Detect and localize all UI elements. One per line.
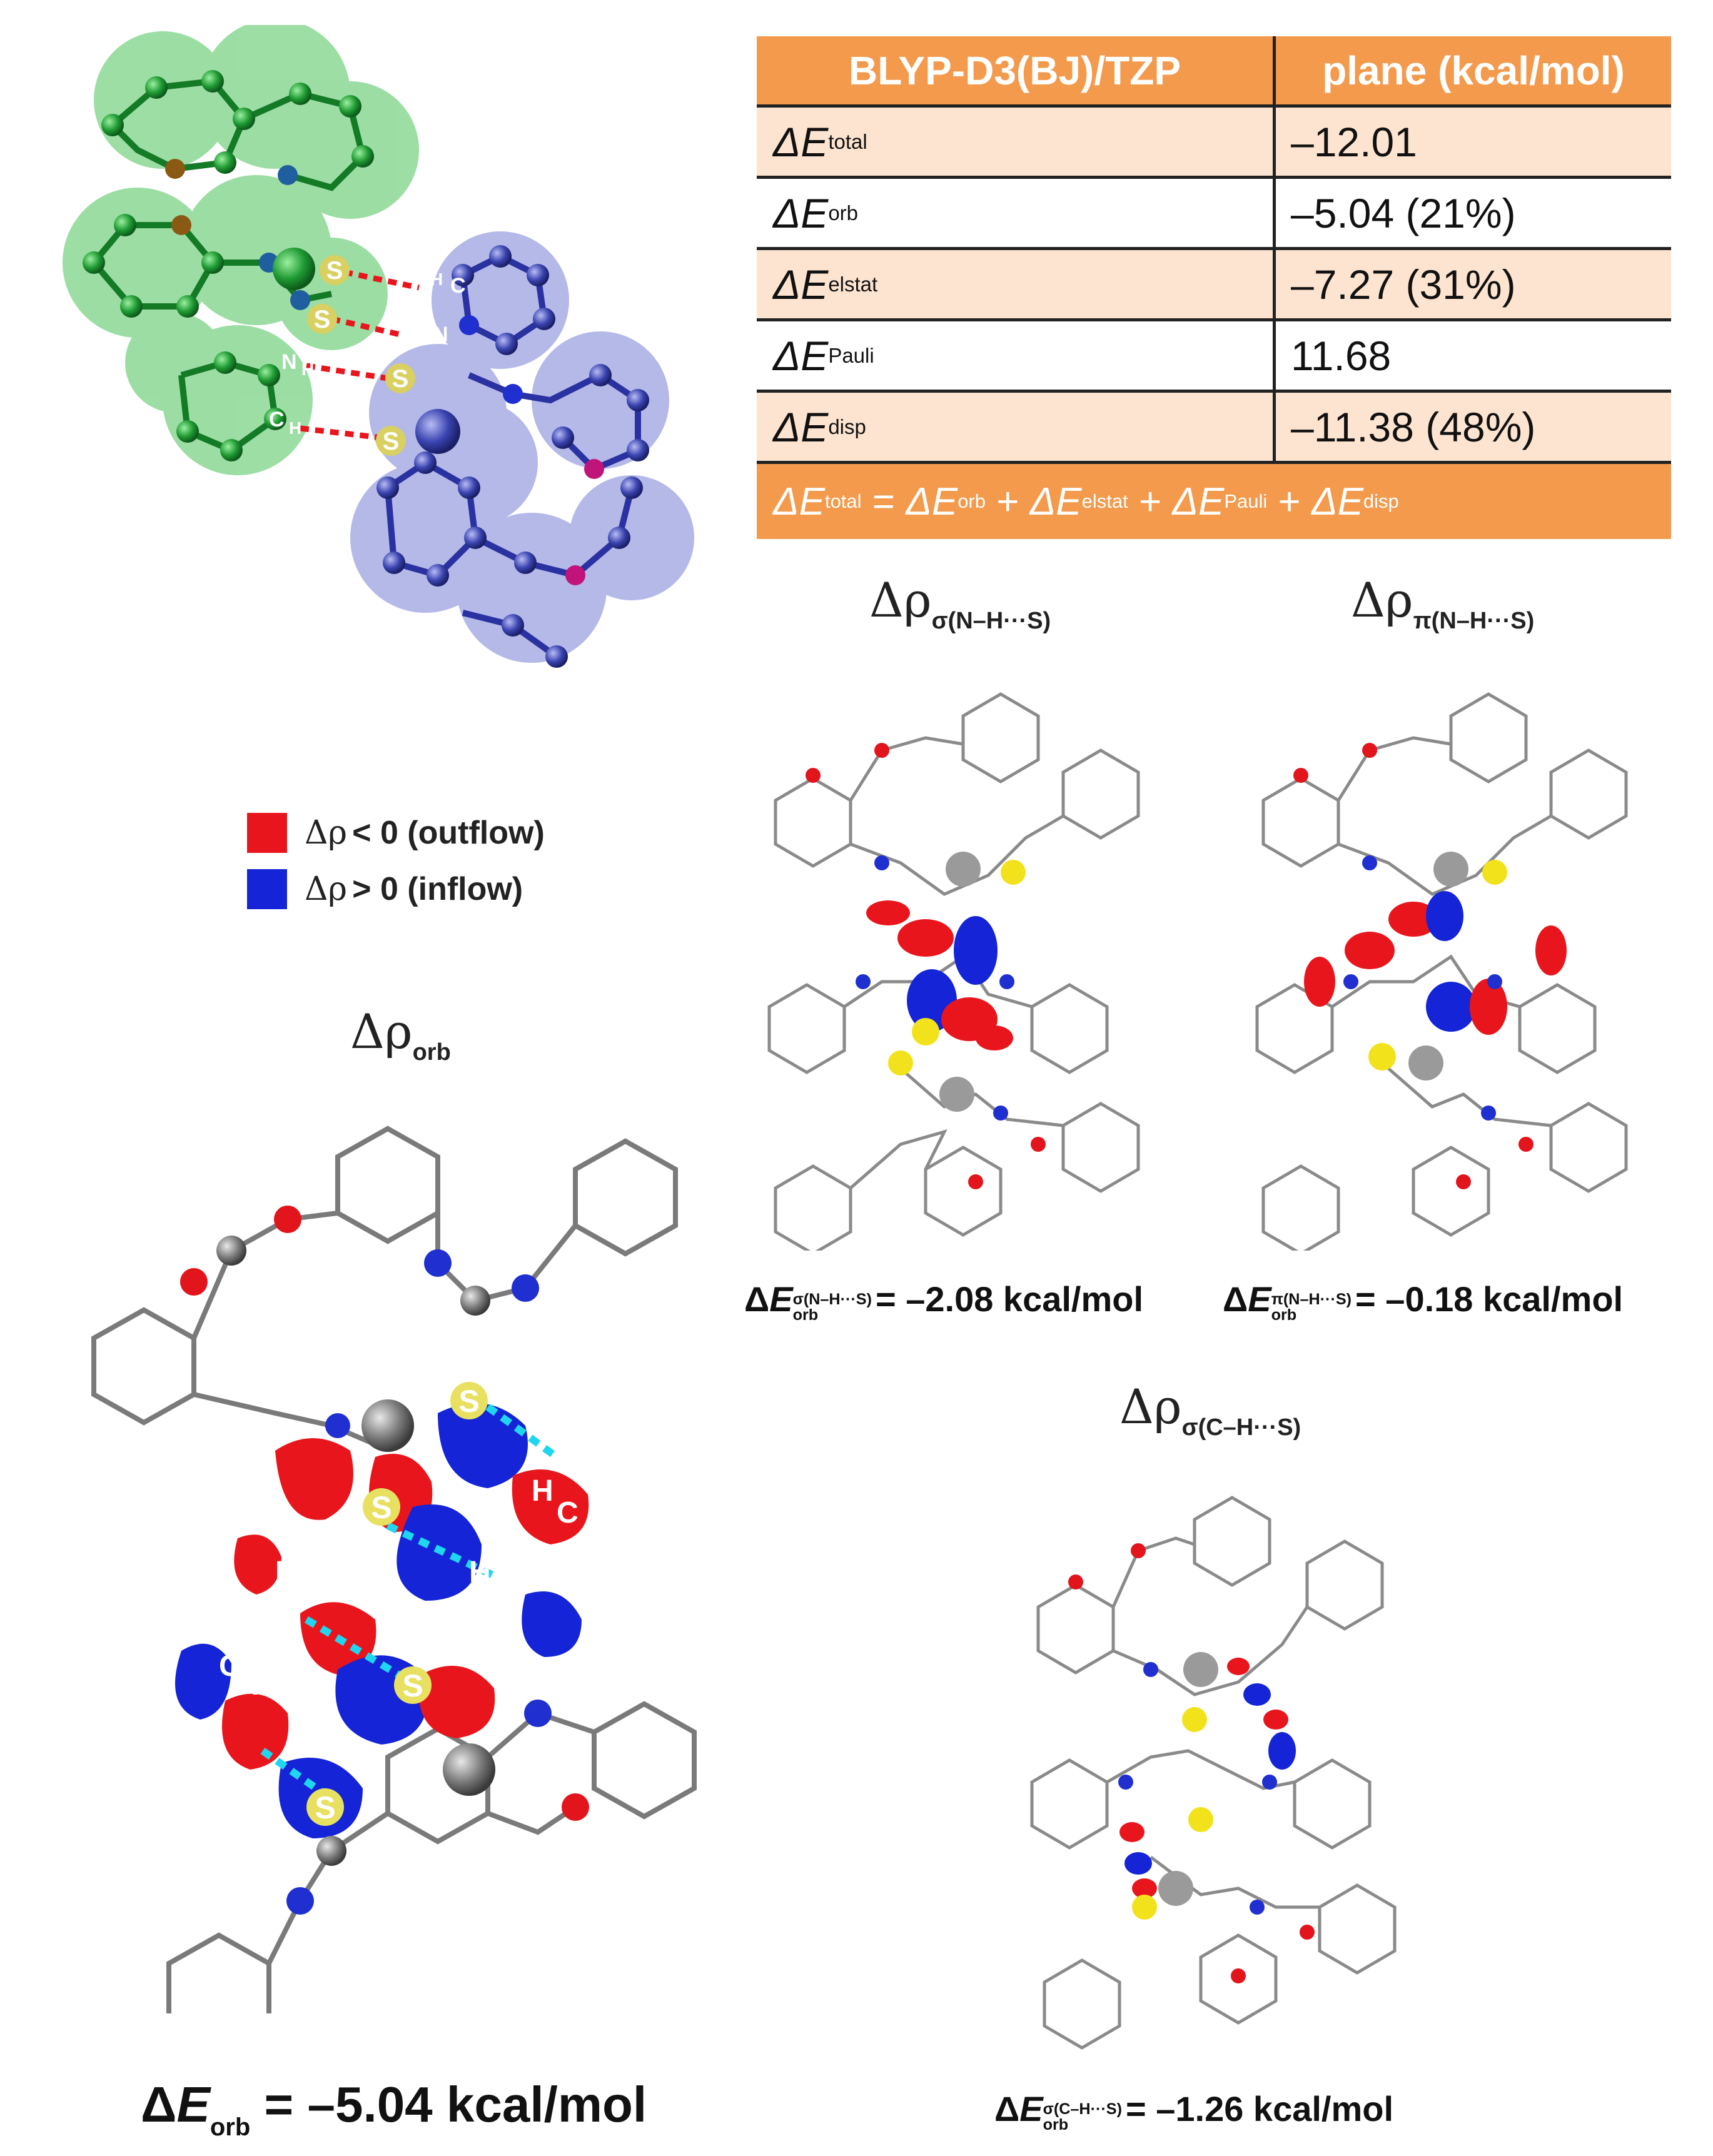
- orb-density-map: S S S S H C H N N H C H: [91, 1126, 697, 2013]
- term-symbol: ΔE: [773, 403, 829, 450]
- sulfur-label: S: [402, 1668, 423, 1703]
- nitrogen-label: N: [494, 1574, 516, 1608]
- sulfur-label: S: [326, 257, 343, 285]
- carbon-label: C: [269, 408, 285, 431]
- hydrogen-label: H: [289, 418, 301, 438]
- term-subscript: Pauli: [828, 343, 874, 367]
- energy-orb-total: ΔEorb = –5.04 kcal/mol: [141, 2077, 647, 2141]
- density-lobes: [175, 1403, 589, 1838]
- dimer-structure: S S S S H C H N N H C H: [38, 19, 725, 700]
- term-value: –12.01: [1291, 118, 1417, 165]
- term-value: –5.04 (21%): [1291, 189, 1516, 236]
- sigma-ch-density-map: [1030, 1496, 1397, 2050]
- hydrogen-label: H: [469, 1556, 491, 1589]
- hydrogen-label: H: [238, 1668, 260, 1701]
- panel-title-pi-nh: Δρπ(N–H···S): [1351, 572, 1535, 634]
- sulfur-label: S: [458, 1384, 479, 1419]
- hydrogen-label: H: [532, 1474, 553, 1508]
- term-subscript: orb: [828, 201, 859, 224]
- term-value: –11.38 (48%): [1291, 403, 1536, 450]
- sulfur-label: S: [392, 365, 409, 393]
- term-symbol: ΔE: [773, 261, 829, 308]
- sulfur-label: S: [314, 306, 331, 333]
- term-subscript: disp: [828, 415, 866, 438]
- pi-nh-density-map: [1255, 692, 1628, 1251]
- nitrogen-label: N: [433, 323, 448, 346]
- term-subscript: elstat: [828, 272, 878, 296]
- legend-inflow: Δρ> 0 (inflow): [247, 869, 545, 909]
- term-value: 11.68: [1291, 332, 1392, 379]
- hydrogen-label: H: [413, 319, 425, 338]
- sulfur-label: S: [315, 1790, 335, 1825]
- term-subscript: total: [828, 129, 867, 153]
- atom-spheres: [1068, 1543, 1315, 1983]
- atom-spheres: [180, 1206, 589, 1915]
- panel-title-sigma-ch: Δρσ(C–H···S): [1119, 1379, 1301, 1441]
- column-header: plane (kcal/mol): [1322, 48, 1625, 93]
- hydrogen-label: H: [301, 360, 314, 379]
- sigma-nh-density-map: [767, 692, 1140, 1251]
- method-header: BLYP-D3(BJ)/TZP: [757, 36, 1276, 104]
- sulfur-label: S: [383, 428, 400, 455]
- legend-outflow: Δρ< 0 (outflow): [247, 813, 545, 853]
- dimer-structure-svg: S S S S H C H N N H C H: [63, 19, 694, 668]
- outflow-label: < 0 (outflow): [352, 815, 545, 851]
- green-fragment: [63, 19, 419, 475]
- blue-atoms: [376, 245, 649, 668]
- term-symbol: ΔE: [773, 189, 829, 236]
- panel-title-sigma-nh: Δρσ(N–H···S): [869, 572, 1051, 634]
- inflow-label: > 0 (inflow): [352, 871, 523, 907]
- sulfur-label: S: [371, 1490, 392, 1525]
- green-atoms: [83, 70, 374, 461]
- hydrogen-label: H: [430, 270, 443, 289]
- nitrogen-label: N: [275, 1556, 297, 1589]
- table-header: BLYP-D3(BJ)/TZP plane (kcal/mol): [757, 36, 1671, 108]
- panel-title-orb: Δρorb: [350, 1004, 451, 1065]
- hydrogen-bonds: [300, 269, 420, 441]
- hydrogen-label: H: [300, 1574, 322, 1608]
- density-lobes: [866, 900, 1013, 1050]
- carbon-label: C: [219, 1650, 241, 1683]
- density-lobes: [1304, 891, 1567, 1035]
- atom-spheres: [806, 743, 1046, 1189]
- outflow-swatch: [247, 813, 287, 853]
- density-lobes: [1119, 1658, 1296, 1898]
- atom-spheres: [1293, 743, 1534, 1189]
- carbon-label: C: [450, 274, 466, 298]
- nitrogen-label: N: [281, 350, 297, 374]
- interaction-labels: S S S S H C H N N H C H: [269, 255, 466, 456]
- density-legend: Δρ< 0 (outflow) Δρ> 0 (inflow): [247, 813, 545, 909]
- term-symbol: ΔE: [773, 332, 829, 379]
- interaction-labels: S S S S H C H N N H C H: [219, 1382, 579, 1826]
- term-symbol: ΔE: [773, 118, 829, 165]
- term-value: –7.27 (31%): [1291, 261, 1516, 308]
- hydrogen-bonds: [260, 1404, 559, 1798]
- inflow-swatch: [247, 869, 287, 909]
- carbon-label: C: [557, 1496, 579, 1529]
